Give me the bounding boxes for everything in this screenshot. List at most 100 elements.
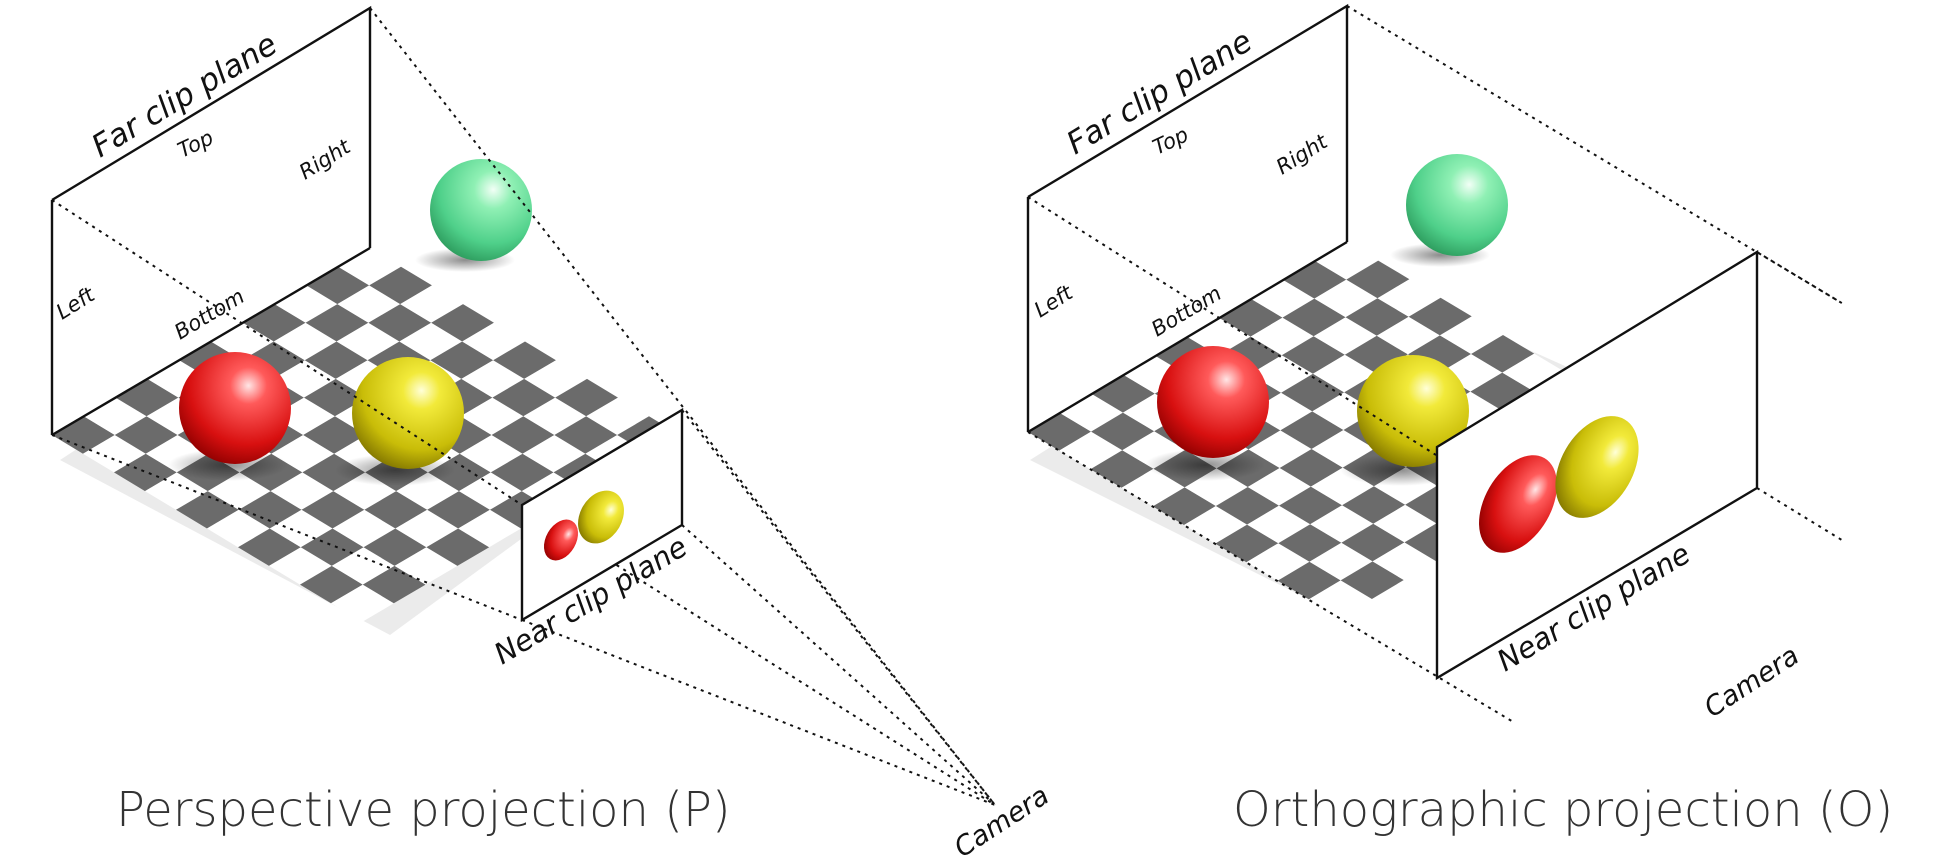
checker-tile [1377, 279, 1441, 317]
checker-tile [269, 547, 332, 585]
checker-tile [207, 472, 271, 510]
camera-label: Camera [949, 780, 1055, 863]
checker-tile [461, 360, 525, 398]
checker-tile [52, 416, 115, 454]
red-sphere [1157, 346, 1269, 458]
checker-tile [462, 322, 525, 361]
checker-tile [270, 472, 334, 510]
frustum-edge [369, 7, 996, 806]
checker-tile [305, 304, 369, 342]
green-sphere [430, 159, 532, 261]
frustum-edge [1756, 487, 1846, 543]
checker-tile [332, 509, 396, 548]
checker-tile [493, 341, 556, 379]
camera-label: Camera [1699, 640, 1805, 724]
checker-tile [1342, 486, 1406, 524]
checker-tile [300, 565, 363, 604]
checker-tile [555, 378, 618, 417]
checker-tile [427, 491, 490, 529]
checker-tile [586, 397, 649, 435]
checker-tile [395, 509, 459, 548]
perspective-caption: Perspective projection (P) [116, 782, 731, 838]
frustum-edge [521, 619, 996, 806]
checker-tile [396, 472, 459, 510]
checker-tile [145, 472, 208, 510]
far-bottom-edge [1027, 240, 1348, 434]
checker-tile [303, 416, 366, 454]
checker-tile [1219, 299, 1283, 337]
checker-tile [459, 472, 522, 510]
checker-tile [331, 547, 395, 585]
checker-tile [1376, 316, 1440, 355]
checker-tile [554, 416, 618, 454]
checker-tile [458, 509, 521, 548]
checker-tile [1215, 524, 1279, 563]
checker-tile [1340, 561, 1404, 599]
checker-tile [1279, 486, 1343, 525]
projected-red-sphere [543, 519, 579, 561]
checker-tile [273, 360, 336, 398]
checker-tile [331, 584, 394, 622]
checker-tile [1091, 375, 1155, 413]
checker-tile [363, 528, 427, 566]
right-label: Right [295, 134, 355, 184]
checker-tile [274, 285, 338, 323]
checker-tile [176, 491, 239, 529]
checker-tile [1187, 318, 1251, 356]
checker-tile [364, 491, 428, 529]
frustum-edge [1756, 251, 1846, 306]
frustum-edge [1027, 431, 1516, 724]
red-sphere [179, 352, 291, 464]
checker-tile [524, 360, 587, 398]
checker-tile [211, 322, 274, 361]
checker-tile [304, 341, 368, 379]
checker-tile [1314, 279, 1378, 318]
checker-tile [1152, 487, 1216, 525]
checker-tile [338, 248, 401, 286]
checker-tile [238, 528, 301, 566]
checker-tile [1344, 335, 1408, 374]
checker-tile [1251, 280, 1315, 318]
top-label: Top [1149, 122, 1192, 159]
yellow-sphere [1357, 355, 1469, 467]
orthographic-diagram: Far clip plane Top Right Left Bottom Nea… [1026, 3, 1893, 838]
checker-tile [1502, 353, 1566, 392]
checker-tile [490, 453, 554, 492]
checker-tile [238, 491, 302, 529]
checker-tile [1309, 542, 1373, 581]
checker-tile [1439, 316, 1503, 354]
checker-tile [1247, 505, 1311, 544]
checker-tile [273, 322, 337, 361]
perspective-diagram: Far clip plane Top Right Left Bottom Nea… [50, 5, 1055, 863]
checker-tile [1372, 542, 1436, 580]
checker-tile [300, 528, 364, 566]
left-label: Left [52, 282, 99, 324]
checker-tile [460, 397, 524, 435]
checker-tile [336, 322, 400, 361]
checker-tile [1281, 336, 1345, 374]
checker-tile [83, 435, 146, 473]
checker-tile [301, 491, 365, 529]
checker-tile [115, 378, 179, 417]
checker-tile [1280, 411, 1344, 449]
checker-tile [337, 285, 401, 323]
checker-tile [1279, 449, 1343, 487]
checker-tile [400, 285, 463, 323]
checker-tile [399, 322, 463, 361]
checker-tile [114, 416, 178, 454]
checker-tile [1121, 468, 1185, 507]
checker-tile [1215, 487, 1279, 525]
checker-tile [368, 304, 432, 342]
checker-tile [242, 304, 306, 342]
checker-tile [492, 378, 556, 417]
checker-tile [1373, 504, 1437, 543]
checker-tile [304, 378, 367, 417]
frustum-edge [521, 504, 996, 806]
checker-tile [1470, 372, 1534, 411]
orthographic-caption: Orthographic projection (O) [1233, 782, 1893, 838]
yellow-sphere [352, 357, 464, 469]
checker-tile [1250, 317, 1314, 356]
checker-tile [1091, 412, 1155, 451]
checker-tile [431, 304, 494, 342]
